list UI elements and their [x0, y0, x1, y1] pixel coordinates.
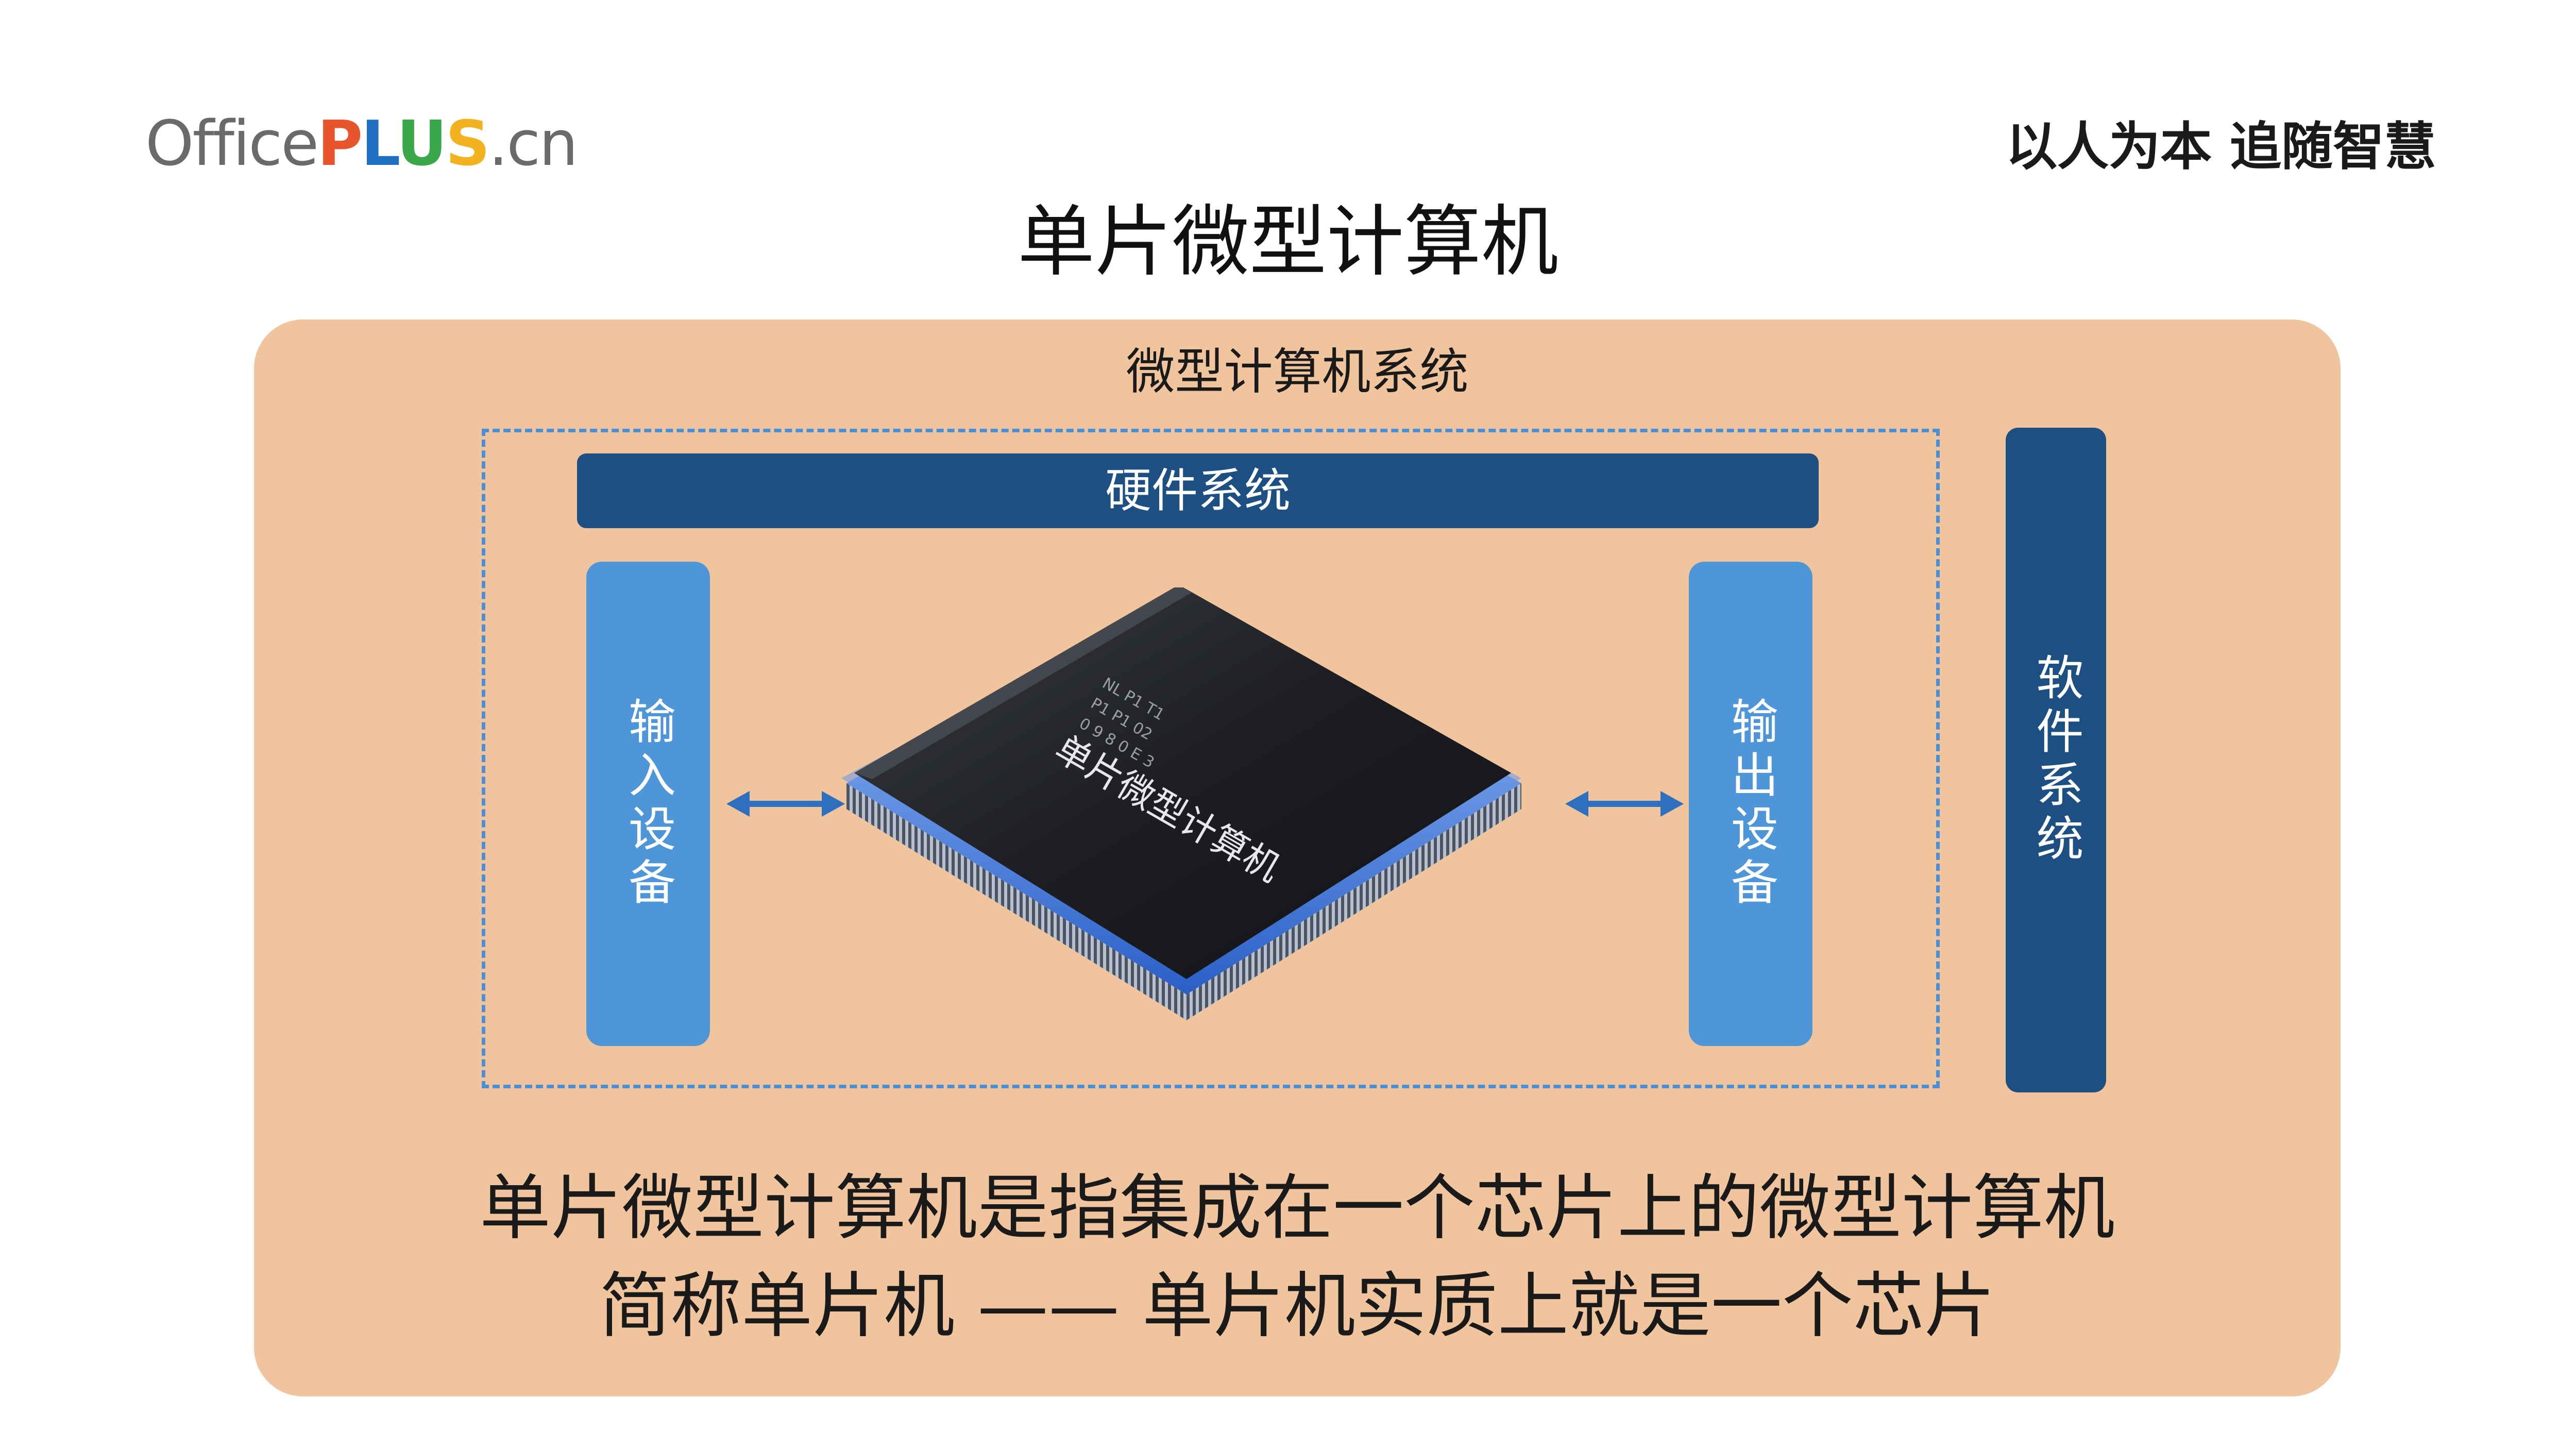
description-line-1: 单片微型计算机是指集成在一个芯片上的微型计算机 [479, 1167, 2115, 1250]
software-system-bar: 软件系统 [2006, 428, 2106, 1092]
hardware-dashed-frame [482, 429, 1940, 1088]
input-device-label: 输入设备 [620, 697, 676, 911]
slogan: 以人为本 追随智慧 [2006, 116, 2436, 177]
officeplus-logo: OfficePLUS.cn [145, 108, 578, 180]
chip-image: NL P1 T1 P1 P1 02 0 9 8 0 E 3 单片微型计算机 [841, 587, 1521, 1020]
software-system-label: 软件系统 [2028, 653, 2083, 867]
double-arrow-icon [726, 791, 845, 817]
system-title: 微型计算机系统 [1126, 344, 1469, 400]
double-arrow-icon [1565, 791, 1684, 817]
system-panel: 微型计算机系统 硬件系统 输入设备 输出设备 软件系统 [254, 319, 2341, 1396]
page-title: 单片微型计算机 [1017, 197, 1558, 287]
hardware-system-bar: 硬件系统 [577, 453, 1819, 528]
description-line-2: 简称单片机 —— 单片机实质上就是一个芯片 [599, 1265, 1995, 1347]
output-device-box: 输出设备 [1689, 562, 1812, 1046]
input-device-box: 输入设备 [586, 562, 710, 1046]
output-device-label: 输出设备 [1723, 697, 1778, 911]
